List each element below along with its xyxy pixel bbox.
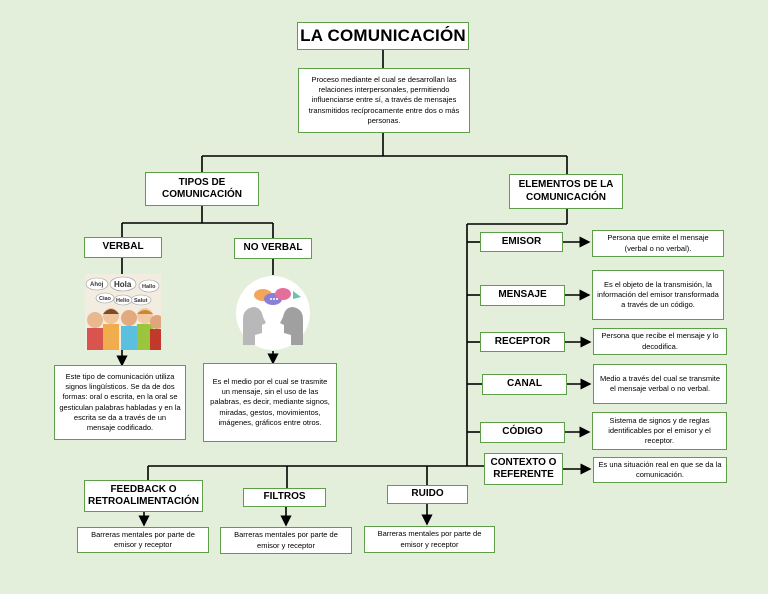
element-desc-emisor: Persona que emite el mensaje (verbal o n… (592, 230, 724, 257)
bubble-text: Salut (134, 298, 148, 304)
element-label-codigo: CÓDIGO (480, 422, 565, 443)
element-desc-mensaje: Es el objeto de la transmisión, la infor… (592, 270, 724, 320)
element-label-mensaje: MENSAJE (480, 285, 565, 306)
barrier-label-feedback: FEEDBACK O RETROALIMENTACIÓN (84, 480, 203, 512)
no-verbal-label: NO VERBAL (234, 238, 312, 259)
bubble-text: Ciao (99, 296, 112, 302)
verbal-label: VERBAL (84, 237, 162, 258)
elementos-header: ELEMENTOS DE LA COMUNICACIÓN (509, 174, 623, 209)
faces-talking-icon (236, 276, 310, 350)
element-desc-codigo: Sistema de signos y de reglas identifica… (592, 412, 727, 450)
barrier-label-filtros: FILTROS (243, 488, 326, 507)
barrier-desc-feedback: Barreras mentales por parte de emisor y … (77, 527, 209, 553)
no-verbal-image (235, 275, 311, 351)
element-label-receptor: RECEPTOR (480, 332, 565, 352)
element-label-contexto: CONTEXTO O REFERENTE (484, 453, 563, 485)
people-talking-icon: Ahoj Hola Hallo Ciao Salut Hello (85, 274, 161, 350)
page-title: LA COMUNICACIÓN (297, 22, 469, 50)
element-desc-receptor: Persona que recibe el mensaje y lo decod… (593, 328, 727, 355)
element-desc-canal: Medio a través del cual se transmite el … (593, 364, 727, 404)
element-label-canal: CANAL (482, 374, 567, 395)
bubble-text: Hello (116, 298, 130, 304)
barrier-label-ruido: RUIDO (387, 485, 468, 504)
barrier-desc-ruido: Barreras mentales por parte de emisor y … (364, 526, 495, 553)
barrier-desc-filtros: Barreras mentales por parte de emisor y … (220, 527, 352, 554)
bubble-text: Hallo (142, 284, 156, 290)
no-verbal-description: Es el medio por el cual se trasmite un m… (203, 363, 337, 442)
bubble-text: Ahoj (90, 282, 104, 288)
definition-text: Proceso mediante el cual se desarrollan … (298, 68, 470, 133)
element-desc-contexto: Es una situación real en que se da la co… (593, 457, 727, 483)
verbal-people-image: Ahoj Hola Hallo Ciao Salut Hello (85, 274, 161, 350)
tipos-header: TIPOS DE COMUNICACIÓN (145, 172, 259, 206)
bubble-text: Hola (114, 280, 132, 289)
element-label-emisor: EMISOR (480, 232, 563, 252)
verbal-description: Este tipo de comunicación utiliza signos… (54, 365, 186, 440)
